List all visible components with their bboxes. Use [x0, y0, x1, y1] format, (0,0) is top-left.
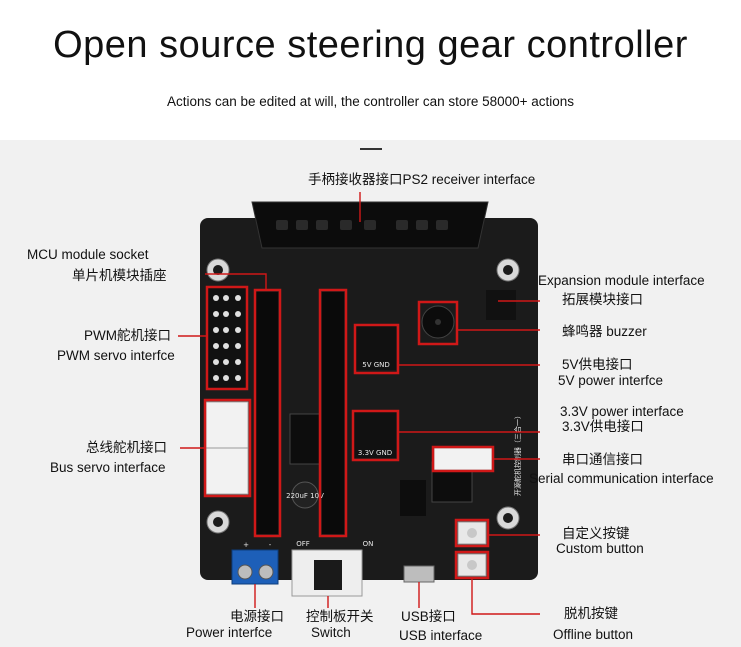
label-custom-cn: 自定义按键	[562, 526, 630, 541]
label-mcu-en: MCU module socket	[27, 247, 149, 262]
label-ps2-receiver: 手柄接收器接口PS2 receiver interface	[308, 172, 536, 187]
board-side-silk: 开源舵机控制器（三合一）	[513, 412, 522, 496]
5v-header	[356, 326, 396, 370]
label-bus-cn: 总线舵机接口	[86, 440, 167, 455]
label-serial-en: Serial communication interface	[529, 471, 714, 486]
power-plus-silk: +	[243, 541, 249, 549]
header-area: Open source steering gear controller Act…	[0, 0, 741, 140]
highlight-boxes	[203, 285, 495, 580]
switch-on-silk: ON	[363, 540, 374, 548]
label-mcu-cn: 单片机模块插座	[72, 268, 167, 283]
label-expansion-cn: 拓展模块接口	[562, 292, 643, 307]
label-pwm-cn: PWM舵机接口	[84, 328, 171, 343]
serial-connector	[433, 447, 493, 471]
label-pwm-en: PWM servo interfce	[57, 348, 175, 363]
switch-off-silk: OFF	[296, 540, 310, 548]
page-subtitle: Actions can be edited at will, the contr…	[166, 94, 575, 109]
5v-silk: 5V GND	[362, 361, 390, 369]
label-offline-cn: 脱机按键	[564, 606, 618, 621]
label-serial-cn: 串口通信接口	[562, 452, 643, 467]
label-usb-en: USB interface	[399, 628, 483, 643]
mcu-header-left	[256, 292, 278, 534]
label-expansion-en: Expansion module interface	[538, 273, 705, 288]
3v3-silk: 3.3V GND	[358, 449, 392, 457]
label-power-cn: 电源接口	[230, 609, 284, 624]
label-3v3-cn: 3.3V供电接口	[562, 419, 644, 434]
label-usb-cn: USB接口	[401, 609, 456, 624]
mcu-header-right	[322, 292, 344, 534]
label-offline-en: Offline button	[553, 627, 634, 642]
label-power-en: Power interfce	[186, 625, 273, 640]
capacitor-label: 220uF 10V	[286, 492, 324, 500]
3v3-header	[354, 412, 396, 458]
label-5v-cn: 5V供电接口	[562, 357, 633, 372]
label-switch-cn: 控制板开关	[306, 609, 374, 624]
usb-port	[403, 565, 435, 583]
label-switch-en: Switch	[311, 625, 351, 640]
label-3v3-en: 3.3V power interface	[560, 404, 684, 419]
divider-dash	[360, 148, 382, 150]
label-buzzer: 蜂鸣器 buzzer	[562, 324, 647, 339]
power-minus-silk: -	[269, 541, 272, 549]
pwm-servo-pins	[208, 288, 246, 388]
label-5v-en: 5V power interfce	[558, 373, 664, 388]
label-bus-en: Bus servo interface	[50, 460, 166, 475]
label-custom-en: Custom button	[556, 541, 644, 556]
page-title: Open source steering gear controller	[53, 24, 688, 66]
controller-board-photo: 220uF 10V 5V GND 3.3V GND 开源舵机控制器（三合一） -…	[200, 201, 538, 597]
